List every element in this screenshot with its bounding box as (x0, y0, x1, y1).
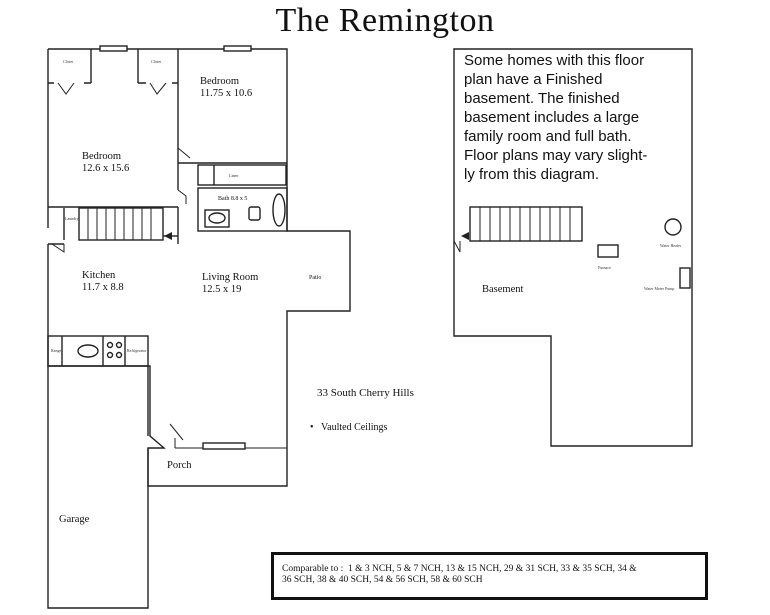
garage-wall (47, 366, 149, 609)
comparable-line-1: Comparable to : 1 & 3 NCH, 5 & 7 NCH, 13… (282, 564, 637, 574)
room-label-bedroom-main: Bedroom 12.6 x 15.6 (82, 151, 130, 174)
room-label-kitchen: Kitchen 11.7 x 8.8 (82, 270, 124, 293)
label-range: Range (51, 348, 62, 353)
bullet: • (310, 422, 322, 433)
note-line: basement includes a large (464, 109, 640, 126)
room-label-bedroom-upper: Bedroom 11.75 x 10.6 (200, 76, 253, 99)
label-linen: Linen (229, 173, 239, 178)
note-line: family room and full bath. (464, 128, 632, 145)
room-label-porch: Porch (167, 460, 192, 471)
basement-outline (453, 48, 693, 447)
label-water-meter: Water Meter Pump (644, 286, 675, 291)
comparable-box: Comparable to : 1 & 3 NCH, 5 & 7 NCH, 13… (271, 552, 708, 600)
label-laundry: Laundry (65, 216, 79, 221)
plan-title: The Remington (275, 2, 495, 39)
note-line: plan have a Finished (464, 71, 603, 88)
basement-note: Some homes with this floor plan have a F… (464, 51, 696, 184)
room-label-bath: Bath 8.8 x 5 (218, 196, 248, 202)
main-floor-outline (47, 48, 351, 487)
room-label-patio: Patio (309, 275, 322, 281)
label-water-heater: Water Heater (660, 243, 682, 248)
note-line: ly from this diagram. (464, 166, 600, 183)
label-fridge: Refrigerator (127, 348, 147, 353)
feature-item: • Vaulted Ceilings (310, 422, 388, 433)
note-line: basement. The finished (464, 90, 620, 107)
room-label-living: Living Room 12.5 x 19 (202, 272, 259, 295)
note-line: Floor plans may vary slight- (464, 147, 648, 164)
room-label-basement: Basement (482, 284, 524, 295)
label-closet-1: Closet (63, 59, 74, 64)
comparable-line-2: 36 SCH, 38 & 40 SCH, 54 & 56 SCH, 58 & 6… (282, 575, 483, 585)
label-closet-2: Closet (151, 59, 162, 64)
address-label: 33 South Cherry Hills (317, 387, 414, 399)
note-line: Some homes with this floor (464, 52, 645, 69)
label-furnace: Furnace (598, 265, 611, 270)
room-label-garage: Garage (59, 514, 90, 525)
